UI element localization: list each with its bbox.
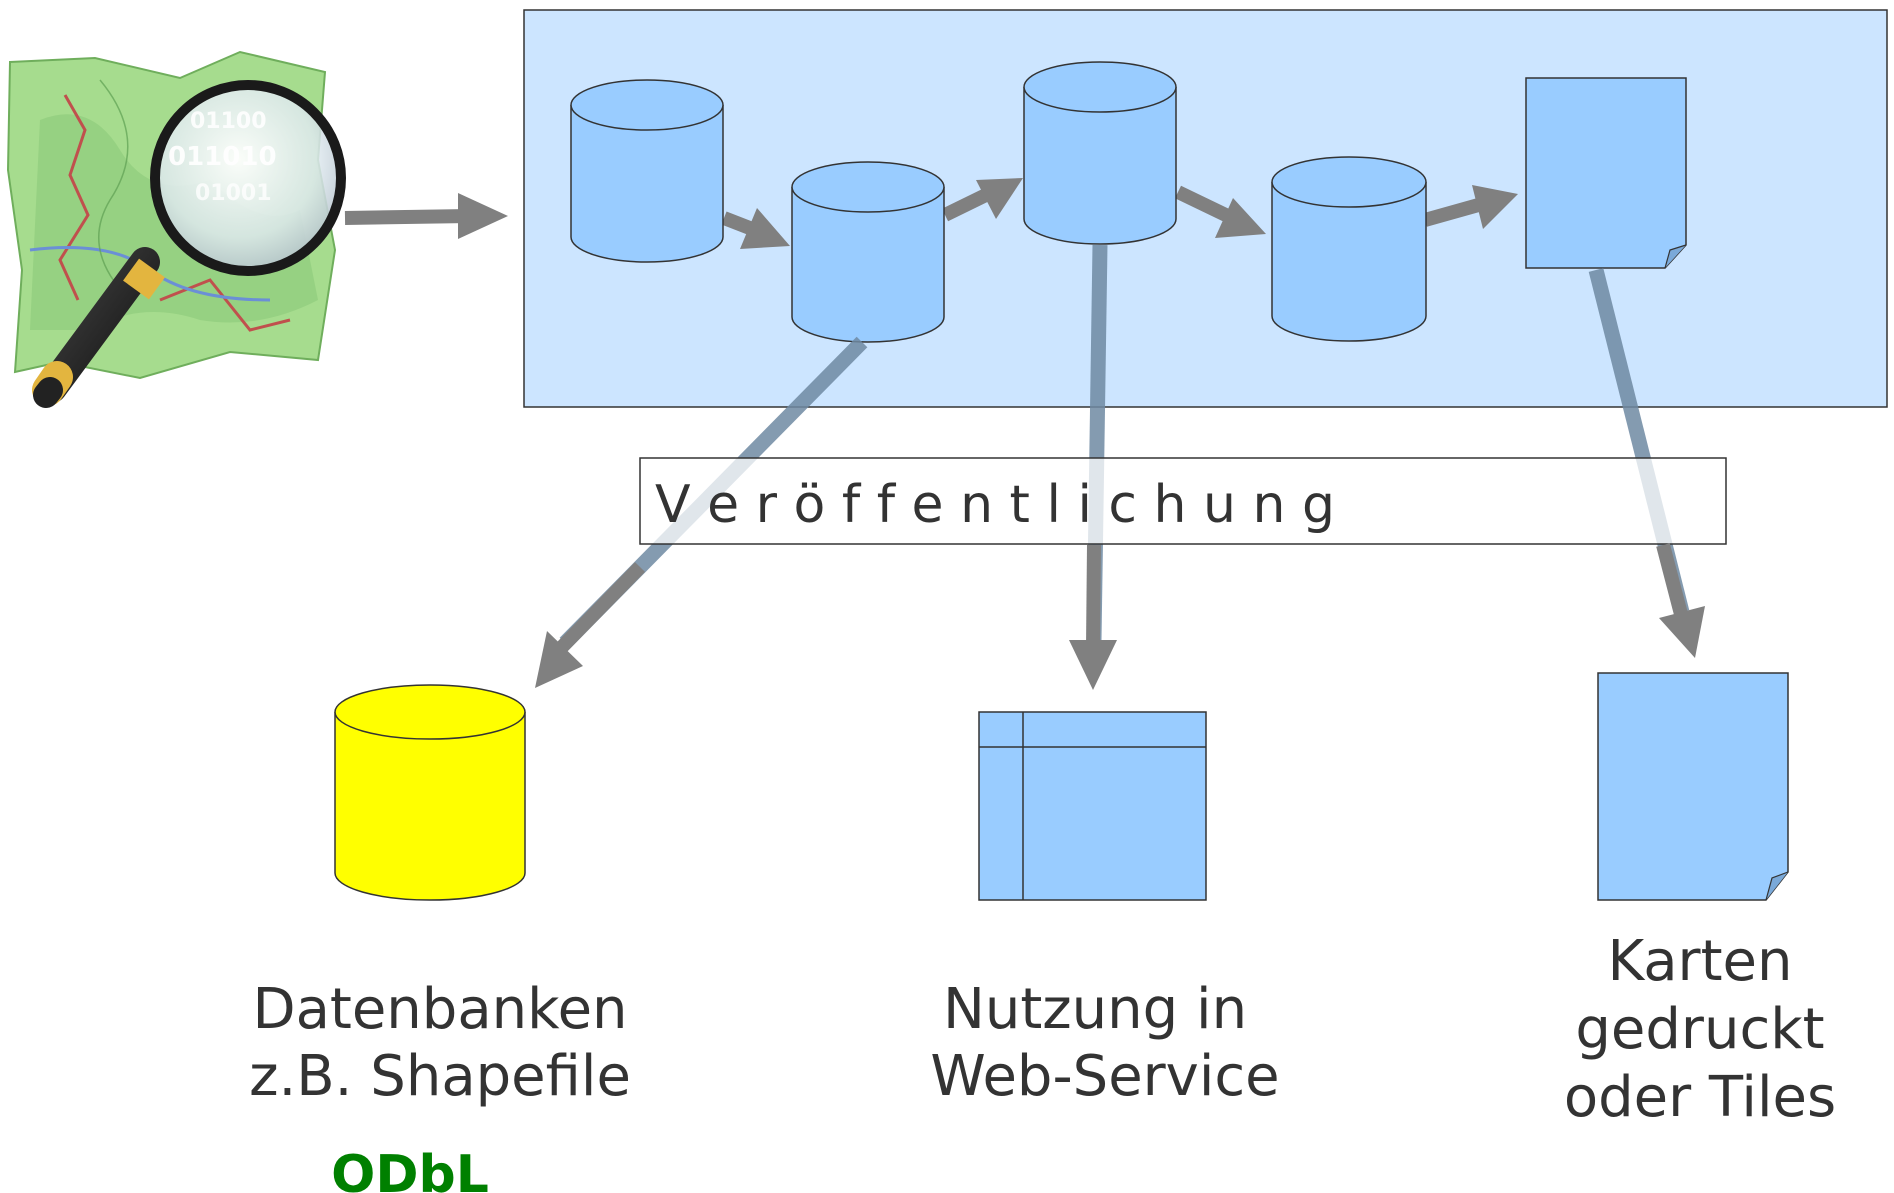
database-caption: Datenbanken z.B. Shapefile xyxy=(249,977,631,1109)
database-caption-line1: Datenbanken xyxy=(252,977,627,1042)
web-service-caption: Nutzung in Web-Service xyxy=(930,977,1279,1109)
maps-caption-line1: Karten xyxy=(1608,929,1793,994)
pipeline-database-3-icon xyxy=(1023,61,1177,245)
pipeline-database-1-icon xyxy=(570,79,724,263)
openstreetmap-logo-icon: 01100 011010 01001 xyxy=(6,50,346,408)
license-label: ODbL xyxy=(331,1145,489,1193)
maps-caption-line2: gedruckt xyxy=(1575,997,1824,1062)
database-caption-line2: z.B. Shapefile xyxy=(249,1044,631,1109)
binary-line-2: 011010 xyxy=(168,142,277,172)
publish-label-box: V e r ö f f e n t l i c h u n g xyxy=(639,457,1727,545)
binary-line-3: 01001 xyxy=(195,181,272,206)
map-road xyxy=(58,94,90,301)
output-database-icon xyxy=(334,684,526,901)
output-document-icon xyxy=(1597,672,1789,901)
map-contour xyxy=(98,79,131,301)
maps-caption: Karten gedruckt oder Tiles xyxy=(1564,929,1836,1130)
pipeline-document-icon xyxy=(1525,77,1687,269)
output-web-service-icon xyxy=(978,711,1207,901)
web-service-caption-line1: Nutzung in xyxy=(943,977,1247,1042)
publish-label: V e r ö f f e n t l i c h u n g xyxy=(655,475,1335,535)
maps-caption-line3: oder Tiles xyxy=(1564,1065,1836,1130)
binary-line-1: 01100 xyxy=(190,109,267,134)
input-arrow xyxy=(344,193,508,239)
pipeline-database-4-icon xyxy=(1271,156,1427,342)
magnifier-handle xyxy=(32,247,165,408)
magnifier-lens xyxy=(150,80,346,276)
output-arrow-heads xyxy=(535,543,1705,690)
web-service-caption-line2: Web-Service xyxy=(930,1044,1279,1109)
map-road-2 xyxy=(159,278,291,332)
pipeline-database-2-icon xyxy=(791,161,945,343)
pipeline-arrows xyxy=(721,178,1518,249)
